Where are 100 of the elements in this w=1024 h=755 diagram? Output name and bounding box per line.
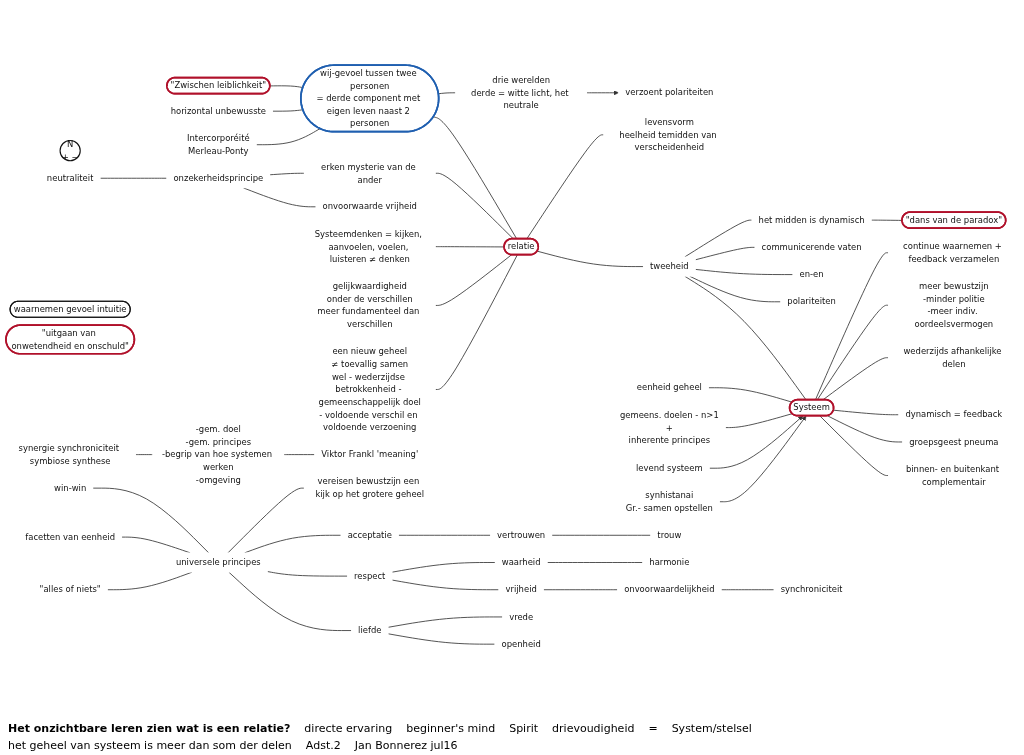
node-text: het midden is dynamisch	[758, 214, 865, 226]
connector	[255, 128, 321, 146]
node-text: win-win	[54, 482, 87, 494]
node-text: trouw	[657, 530, 682, 541]
node-text: vertrouwen	[497, 530, 546, 541]
connector	[543, 589, 618, 591]
node-text: onzekerheidsprincipe	[173, 173, 264, 184]
node-text: vrijheid	[505, 584, 537, 595]
node-text: waarheid	[501, 557, 541, 568]
node-text: drie werelden derde = witte licht, het neutrale	[471, 74, 569, 111]
node-text: onvoorwaarde vrijheid	[322, 201, 417, 212]
note-text: =	[648, 722, 658, 735]
connector	[720, 589, 775, 591]
connector	[695, 246, 756, 261]
connector	[435, 254, 518, 390]
node-text: erken mysterie van de ander	[321, 161, 416, 185]
note-text: System/stelsel	[671, 722, 752, 735]
connector	[435, 246, 505, 248]
node-text: -gem. doel -gem. principes -begrip van hoe systemen werken -omgeving	[161, 424, 273, 485]
node-text: levend systeem	[636, 463, 703, 474]
node-text: levensvorm heelheid temidden van verscheidenheid	[619, 117, 717, 153]
node-text: tweeheid	[649, 261, 689, 272]
node-text: neutraliteit	[46, 173, 94, 184]
node-text: dynamisch = feedback	[905, 409, 1003, 420]
connector	[433, 116, 518, 240]
node-text: vrede	[509, 611, 534, 622]
node-text: continue waarnemen + feedback verzamelen	[903, 241, 1002, 264]
node-text: eenheid geheel	[636, 382, 702, 393]
connector	[135, 454, 154, 456]
connector	[435, 172, 514, 240]
connector	[684, 275, 807, 401]
node-text: gelijkwaardigheid onder de verschillen meer fundamenteel dan verschillen	[317, 281, 420, 330]
node-text: Viktor Frankl 'meaning'	[321, 449, 419, 460]
connector	[708, 387, 793, 403]
node-text: vereisen bewustzijn een kijk op het grotere geheel	[315, 476, 425, 500]
node-text: facetten van eenheid	[25, 531, 116, 543]
connector	[526, 134, 605, 240]
connector	[536, 250, 644, 267]
node-text: en-en	[799, 269, 824, 280]
node-text: meer bewustzijn -minder politie -meer indiv. oordeelsvermogen	[914, 281, 994, 330]
node-text: binnen- en buitenkant complementair	[905, 464, 1000, 487]
node-text: synergie synchroniciteit symbiose synthese	[18, 443, 120, 466]
connector	[819, 415, 889, 476]
connector	[684, 219, 753, 258]
connector	[827, 415, 903, 443]
note-text: drievoudigheid	[552, 722, 635, 735]
connector	[243, 187, 317, 208]
node-text: acceptatie	[347, 530, 392, 541]
node-text: communicerende vaten	[761, 242, 862, 253]
connector	[269, 85, 304, 89]
connector	[833, 409, 900, 416]
node-text: een nieuw geheel ≠ toevallig samen wel - wederzijdse betrokkenheid - gemeenschappelijk doel - voldoende verschil en voldoende verzoening	[318, 346, 421, 433]
node-text: synchroniciteit	[780, 584, 843, 595]
connector	[870, 219, 903, 221]
connector	[228, 571, 352, 631]
node-text: liefde	[358, 625, 382, 636]
connector	[435, 254, 512, 306]
caption: Het onzichtbare leren zien wat is een relatie?	[8, 722, 291, 735]
connector	[391, 579, 500, 591]
connector	[816, 304, 889, 401]
note-text: Jan Bonnerez jul16	[354, 739, 458, 752]
connector	[99, 177, 168, 179]
connector	[387, 616, 503, 628]
node-text: Intercorporéité Merleau-Ponty	[187, 133, 250, 156]
connector	[227, 487, 305, 554]
note-text: Spirit	[509, 722, 539, 735]
connector	[822, 357, 889, 401]
connector	[695, 268, 794, 275]
node-text: wederzijds afhankelijke delen	[903, 346, 1002, 369]
connector	[546, 562, 643, 563]
node-text: horizontal unbewusste	[170, 105, 266, 117]
node-text: openheid	[501, 638, 541, 650]
connector	[92, 487, 210, 554]
node-text: harmonie	[649, 557, 690, 568]
connector	[551, 534, 652, 536]
node-text: "alles of niets"	[39, 584, 101, 595]
node-text: onvoorwaardelijkheid	[624, 584, 715, 595]
node-text: respect	[354, 570, 386, 582]
connector	[269, 172, 305, 176]
connector	[438, 92, 456, 95]
node-text: universele principes	[175, 557, 261, 568]
connector	[387, 633, 496, 645]
node-text: synhistanai Gr.- samen opstellen	[625, 490, 713, 513]
node-text: groepsgeest pneuma	[909, 436, 999, 447]
node-text: polariteiten	[787, 296, 836, 307]
node-text: Systeemdenken = kijken, aanvoelen, voelen, luisteren ≠ denken	[314, 228, 423, 265]
note-text: het geheel van systeem is meer dan som der delen	[8, 739, 292, 752]
connector	[398, 534, 491, 536]
connector	[272, 109, 304, 112]
note-text: Adst.2	[305, 739, 341, 752]
connector	[689, 275, 782, 303]
node-text: verzoent polariteiten	[625, 87, 714, 98]
connector	[725, 413, 793, 428]
connector	[391, 562, 496, 573]
note-text: beginner's mind	[406, 722, 496, 735]
connector	[814, 252, 889, 401]
connector	[283, 454, 315, 456]
note-text: directe ervaring	[304, 722, 393, 735]
connector	[267, 571, 348, 577]
node-text: gemeens. doelen - n>1 + inherente principes	[619, 409, 719, 446]
